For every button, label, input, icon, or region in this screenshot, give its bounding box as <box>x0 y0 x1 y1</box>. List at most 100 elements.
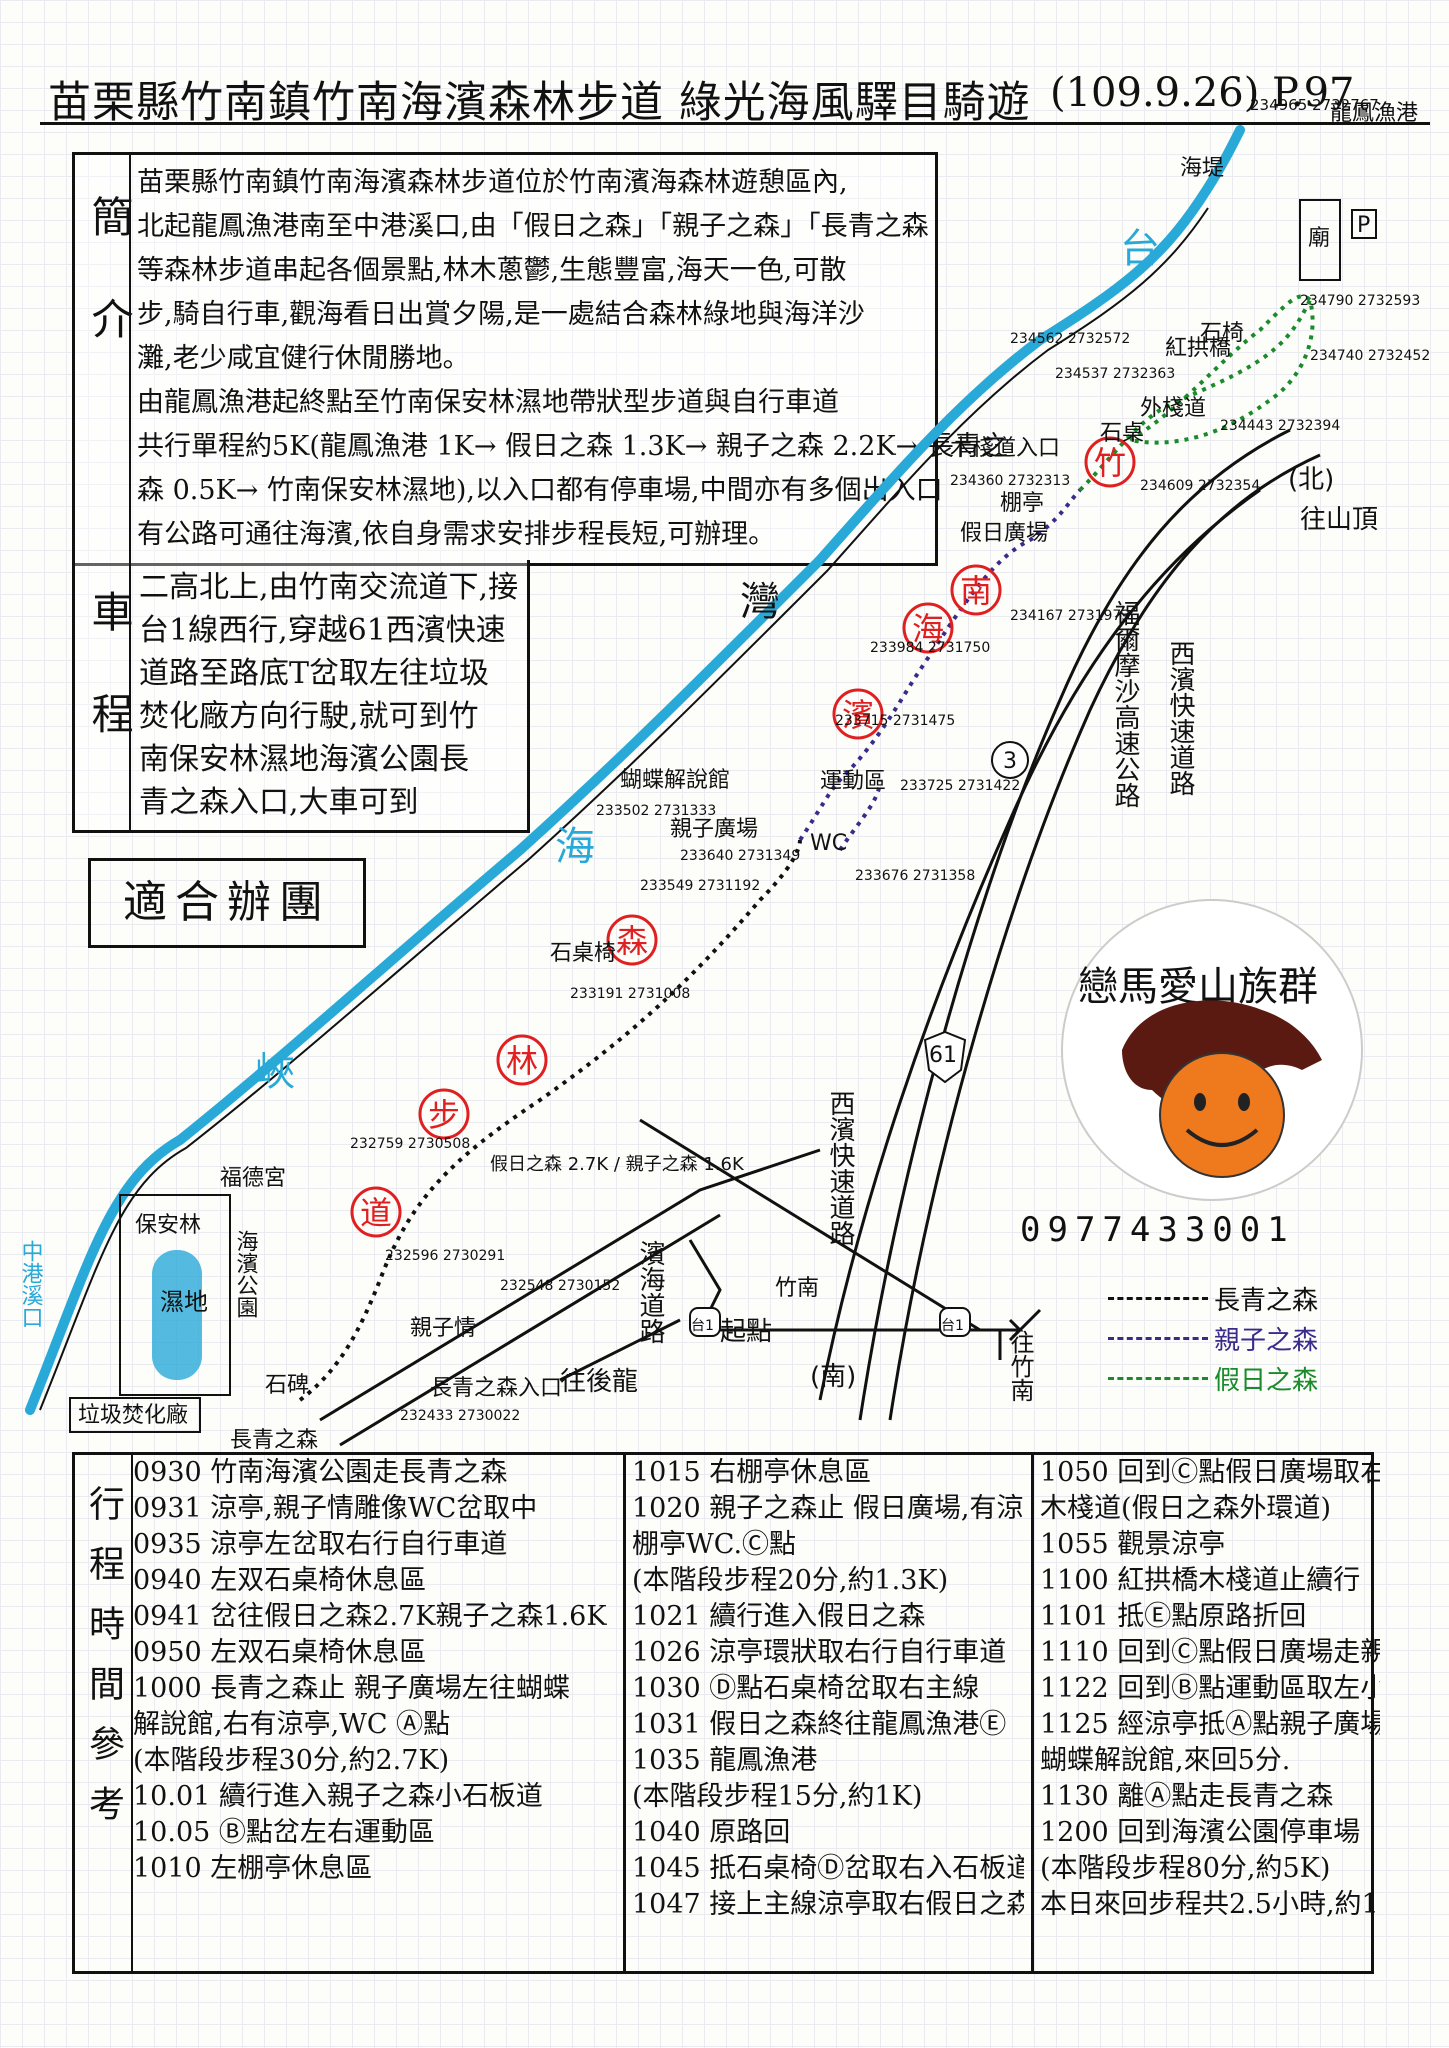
shiyi-label: 石椅 <box>1200 321 1244 346</box>
schedule-row: (本階段步程80分,約5K) <box>1040 1853 1331 1884</box>
intro-line: 等森林步道串起各個景點,林木蔥鬱,生態豐富,海天一色,可散 <box>137 255 847 286</box>
page-header: 苗栗縣竹南鎮竹南海濱森林步道 綠光海風驛目騎遊 (109.9.26) P.97 <box>40 62 1430 128</box>
schedule-row: 1055 觀景涼亭 <box>1040 1529 1226 1560</box>
trail-map: 台 灣 海 峽 竹 南 海 濱 森 林 步 道 海堤 龍鳳漁港 234965 2… <box>18 96 1431 1450</box>
parking-sign-1 <box>1351 209 1377 239</box>
road-label-left: 西濱快速道路 <box>825 1090 855 1246</box>
coordinate-label: 233640 2731349 <box>680 848 800 864</box>
svg-text:森: 森 <box>616 922 648 960</box>
temple-label: 廟 <box>1308 226 1330 251</box>
club-logo: 戀馬愛山族群 <box>1061 899 1363 1201</box>
trail-name-chars: 竹 南 海 濱 森 林 步 道 <box>350 436 1136 1238</box>
transport-line: 道路至路底T岔取左往垃圾 <box>139 656 490 691</box>
transport-line: 青之森入口,大車可到 <box>139 785 419 820</box>
trail-qinzi-loop <box>838 779 882 852</box>
coordinate-label: 234609 2732354 <box>1140 478 1260 494</box>
sea-label-xia: 峽 <box>255 1049 295 1095</box>
road-label-mid: 濱海道路 <box>635 1240 665 1344</box>
schedule-row: 木棧道(假日之森外環道) <box>1040 1493 1332 1524</box>
schedule-row: 1110 回到Ⓒ點假日廣場走親子森 <box>1040 1637 1380 1668</box>
coordinate-label: 233984 2731750 <box>870 640 990 656</box>
cross-road <box>639 1118 981 1332</box>
parking-label-1: P <box>1357 213 1370 238</box>
shibei-label: 石碑 <box>265 1373 309 1398</box>
intro-line: 有公路可通往海濱,依自身需求安排步程長短,可辦理。 <box>137 519 776 550</box>
date-page-number: (109.9.26) P.97 <box>1050 70 1355 116</box>
longfeng-port-label: 龍鳳漁港 <box>1330 101 1418 126</box>
coordinate-label: 233676 2731358 <box>855 868 975 884</box>
schedule-row: 1047 接上主線涼亭取右假日之森 <box>632 1889 1024 1920</box>
phone-number: 0977433001 <box>1020 1210 1295 1250</box>
intro-box: 簡介 苗栗縣竹南鎮竹南海濱森林步道位於竹南濱海森林遊憩區內,北起龍鳳漁港南至中港… <box>72 152 1008 566</box>
road-to-zhunan <box>720 1318 1024 1342</box>
intro-text: 苗栗縣竹南鎮竹南海濱森林步道位於竹南濱海森林遊憩區內,北起龍鳳漁港南至中港溪口,… <box>137 161 1008 557</box>
smiley-mouth <box>1185 1128 1259 1147</box>
muzhan-rukou-label: 木棧道入口 <box>950 436 1060 461</box>
coastal-road-2 <box>339 1213 721 1447</box>
schedule-label-cell: 行程時間參考 <box>75 1455 129 1971</box>
distance-sign: 假日之森 2.7K / 親子之森 1.6K <box>490 1154 745 1175</box>
trail-changqing <box>298 839 802 1402</box>
schedule-row: 0941 岔往假日之森2.7K親子之森1.6K <box>133 1601 607 1632</box>
map-legend: 長青之森 親子之森 假日之森 <box>1108 1278 1408 1408</box>
sea-label-wan: 灣 <box>740 579 780 625</box>
schedule-row: 0950 左双石桌椅休息區 <box>133 1637 427 1668</box>
schedule-row: 1040 原路回 <box>632 1817 791 1848</box>
coastline <box>25 125 1245 1415</box>
t1-shield-end <box>939 1307 971 1337</box>
shizhuo-yi-label: 石桌椅 <box>550 941 616 966</box>
schedule-row: 1035 龍鳳漁港 <box>632 1745 818 1776</box>
smiley-eye-left <box>1194 1093 1206 1111</box>
transport-box: 車程 二高北上,由竹南交流道下,接台1線西行,穿越61西濱快速道路至路底T岔取左… <box>72 560 530 833</box>
coastal-road <box>319 1148 821 1422</box>
svg-text:南: 南 <box>960 572 992 610</box>
west-express-label: 西濱快速道路 <box>1165 640 1195 796</box>
pengting-label-1: 棚亭 <box>1000 491 1044 516</box>
schedule-row: 1045 抵石桌椅Ⓓ岔取右入石板道 <box>632 1853 1024 1884</box>
trail-char-bin: 濱 <box>832 688 884 740</box>
highway-line-left <box>858 428 1291 1421</box>
intro-line: 灘,老少咸宜健行休閒勝地。 <box>137 343 470 374</box>
waizhan-label: 外棧道 <box>1140 396 1206 421</box>
wetland-label: 濕地 <box>160 1288 208 1316</box>
schedule-label: 行程時間參考 <box>83 1485 124 1845</box>
legend-swatch-qinzi <box>1108 1336 1208 1340</box>
schedule-row: 10.05 Ⓑ點岔左右運動區 <box>133 1817 435 1848</box>
legend-swatch-changqing <box>1108 1296 1208 1300</box>
sea-labels: 台 灣 海 峽 <box>255 226 1160 1095</box>
intro-label-cell: 簡介 <box>75 155 134 563</box>
trail-char-hai: 海 <box>902 602 954 654</box>
coordinate-label: 233715 2731475 <box>835 713 955 729</box>
intro-line: 步,騎自行車,觀海看日出賞夕陽,是一處結合森林綠地與海洋沙 <box>137 299 865 330</box>
schedule-row: 0931 涼亭,親子情雕像WC岔取中 <box>133 1493 538 1524</box>
changqing-entrance-label: 長青之森入口 <box>430 1376 562 1401</box>
schedule-row: 10.01 續行進入親子之森小石板道 <box>133 1781 543 1812</box>
legend-label-jiari: 假日之森 <box>1214 1365 1319 1396</box>
road-houlong <box>559 1318 681 1382</box>
sea-label-hai: 海 <box>555 824 595 870</box>
trail-char-nan: 南 <box>950 564 1002 616</box>
schedule-row: 1101 抵Ⓔ點原路折回 <box>1040 1601 1307 1632</box>
butterfly-hall-label: 蝴蝶解說館 <box>620 768 730 793</box>
schedule-row: 0940 左双石桌椅休息區 <box>133 1565 427 1596</box>
shizhuo-label: 石桌 <box>1100 421 1144 446</box>
suitable-tag: 適合辦團 <box>88 858 366 948</box>
legend-label-qinzi: 親子之森 <box>1214 1325 1319 1356</box>
changqing-forest-label: 長青之森 <box>230 1428 318 1450</box>
sea-label-tai: 台 <box>1120 226 1160 272</box>
place-labels: 海堤 龍鳳漁港 234965 2732767 廟 P 紅拱橋 石椅 外棧道 石桌… <box>18 96 1419 1450</box>
svg-text:林: 林 <box>506 1042 538 1080</box>
coordinate-label: 234562 2732572 <box>1010 331 1130 347</box>
schedule-row: 1026 涼亭環狀取右行自行車道 <box>632 1637 1007 1668</box>
transport-label-cell: 車程 <box>75 560 134 830</box>
seaside-park-label: 海濱公園 <box>233 1230 259 1318</box>
schedule-row: 解說館,右有涼亭,WC Ⓐ點 <box>133 1709 451 1740</box>
family-plaza-label: 親子廣場 <box>670 817 758 842</box>
schedule-row: (本階段步程15分,約1K) <box>632 1781 923 1812</box>
schedule-row: 蝴蝶解說館,來回5分. <box>1040 1745 1291 1776</box>
to-houlong-label: 往後龍 <box>560 1367 638 1397</box>
coastline-edge <box>39 207 1209 1411</box>
south-label: (南) <box>810 1362 856 1392</box>
